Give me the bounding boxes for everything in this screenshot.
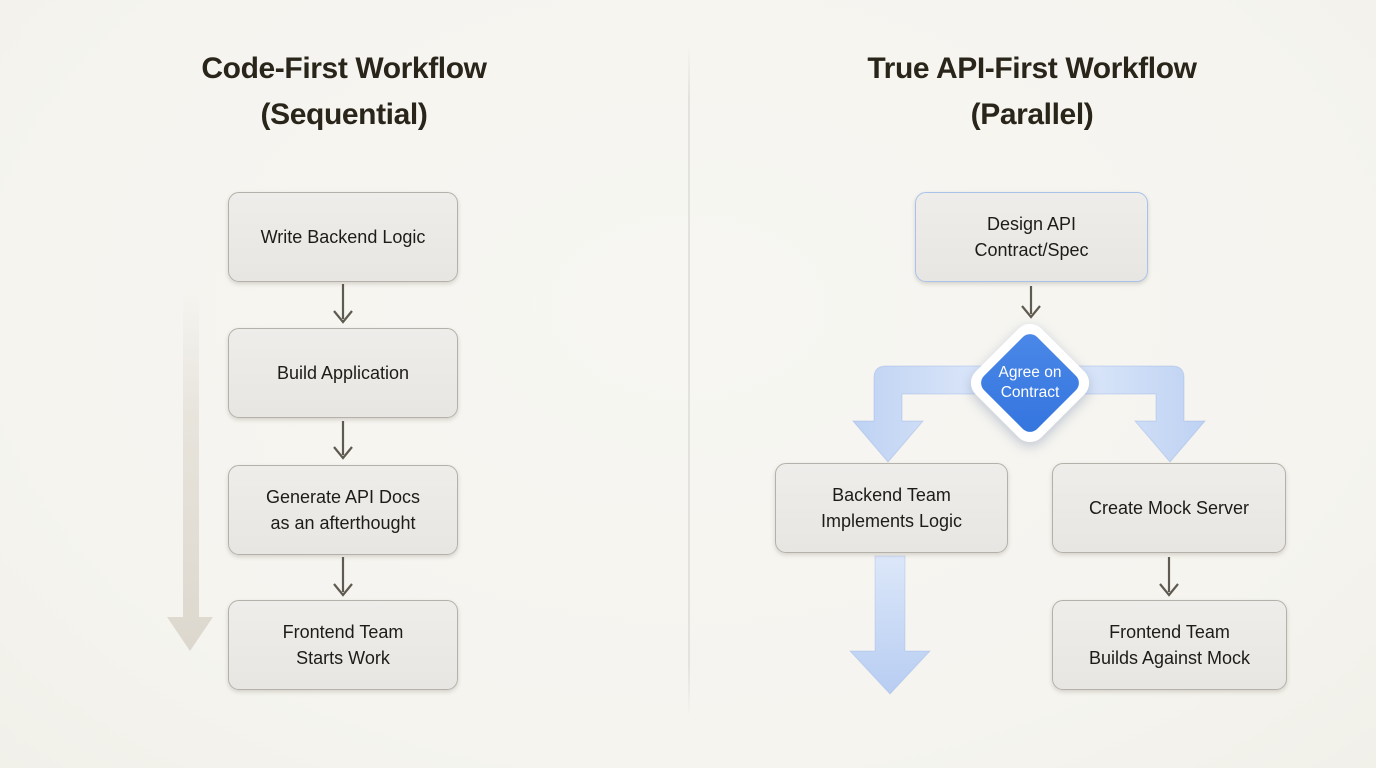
- box-label-line1: Generate API Docs: [265, 487, 421, 507]
- sequential-time-arrow-icon: [167, 288, 213, 651]
- left-title-line1: Code-First Workflow: [201, 52, 487, 85]
- box-label-line1: Frontend Team: [282, 622, 404, 642]
- diamond-label: Agree on Contract: [965, 318, 1095, 448]
- box-design-api-contract: Design API Contract/Spec: [915, 192, 1148, 282]
- parallel-work-arrow-icon: [848, 555, 932, 695]
- panel-divider: [688, 45, 690, 717]
- diamond-label-line1: Agree on: [998, 364, 1062, 381]
- box-create-mock-server: Create Mock Server: [1052, 463, 1286, 553]
- left-panel-title: Code-First Workflow (Sequential): [94, 46, 594, 138]
- decision-diamond: Agree on Contract: [964, 317, 1096, 449]
- right-panel-title: True API-First Workflow (Parallel): [782, 46, 1282, 138]
- box-label: Write Backend Logic: [260, 227, 426, 247]
- diamond-label-line2: Contract: [1000, 384, 1060, 401]
- left-title-line2: (Sequential): [260, 98, 428, 131]
- box-backend-team-implements: Backend Team Implements Logic: [775, 463, 1008, 553]
- box-label-line1: Frontend Team: [1109, 622, 1230, 642]
- right-title-line1: True API-First Workflow: [867, 52, 1197, 85]
- box-label-line1: Backend Team: [832, 485, 951, 505]
- box-label-line1: Design API: [986, 214, 1077, 234]
- box-label-line2: Contract/Spec: [974, 240, 1089, 260]
- box-build-application: Build Application: [228, 328, 458, 418]
- box-label-line2: Builds Against Mock: [1088, 648, 1251, 668]
- box-label-line2: Implements Logic: [820, 511, 963, 531]
- box-write-backend-logic: Write Backend Logic: [228, 192, 458, 282]
- box-label-line2: as an afterthought: [270, 513, 416, 533]
- box-label-line2: Starts Work: [296, 648, 390, 668]
- box-frontend-builds-against-mock: Frontend Team Builds Against Mock: [1052, 600, 1287, 690]
- box-label: Create Mock Server: [1088, 498, 1250, 518]
- right-title-line2: (Parallel): [970, 98, 1094, 131]
- box-label: Build Application: [276, 363, 410, 383]
- box-generate-api-docs: Generate API Docs as an afterthought: [228, 465, 458, 555]
- box-frontend-team-starts-work: Frontend Team Starts Work: [228, 600, 458, 690]
